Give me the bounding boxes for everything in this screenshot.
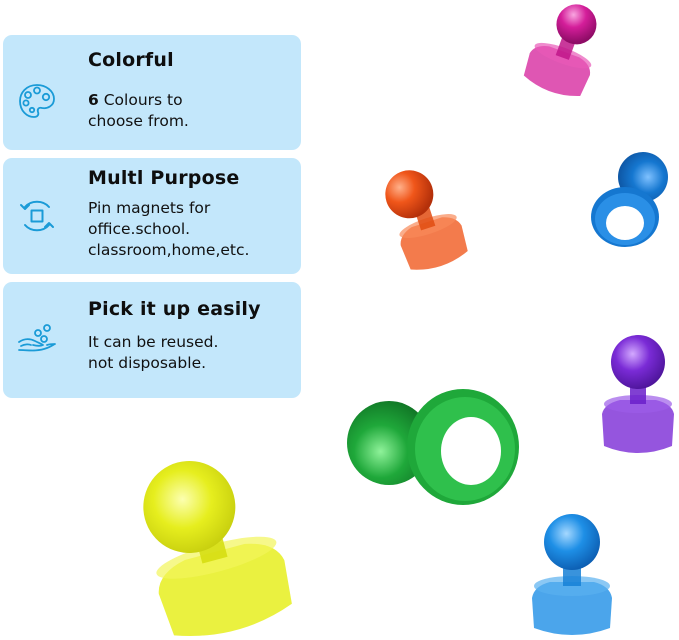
rotate-square-icon: [17, 196, 57, 236]
purple-push-pin: [598, 332, 678, 457]
magenta-push-pin: [515, 0, 615, 100]
yellow-push-pin: [118, 452, 293, 640]
feature-title: Pick it up easily: [88, 298, 261, 320]
feature-title: Multl Purpose: [88, 167, 240, 189]
feature-card-multi-purpose: Multl Purpose Pin magnets for office.sch…: [3, 158, 301, 274]
feature-description: It can be reused. not disposable.: [88, 333, 219, 372]
feature-description: 6 Colours to choose from.: [88, 91, 189, 130]
feature-title: Colorful: [88, 49, 174, 71]
blue-push-pin: [585, 145, 679, 260]
feature-card-pick-up: Pick it up easily It can be reused. not …: [3, 282, 301, 398]
feature-description: Pin magnets for office.school. classroom…: [88, 199, 250, 259]
palette-icon: [17, 81, 57, 121]
feature-card-colorful: Colorful 6 Colours to choose from.: [3, 35, 301, 150]
hand-bubbles-icon: [17, 320, 57, 360]
orange-push-pin: [372, 165, 477, 275]
green-push-pin: [345, 385, 525, 515]
color-count: 6: [88, 91, 99, 109]
light-blue-push-pin: [528, 512, 616, 637]
